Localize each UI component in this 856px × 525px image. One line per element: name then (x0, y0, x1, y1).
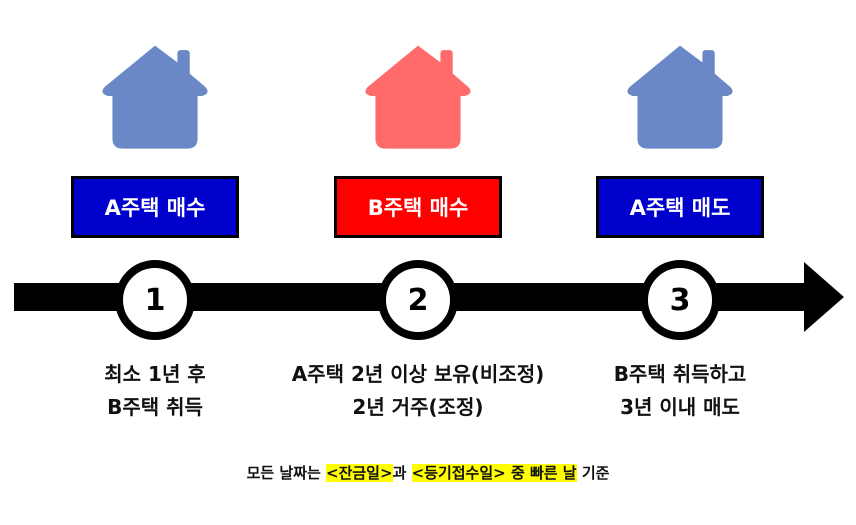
footnote-text: 과 (392, 464, 412, 482)
step-1-box: A주택 매수 (71, 176, 239, 238)
step-3-circle: 3 (640, 260, 720, 340)
footnote-text: 기준 (576, 464, 610, 482)
step-2-circle: 2 (378, 260, 458, 340)
house-icon (102, 45, 208, 149)
house-icon (627, 45, 733, 149)
step-3-description: B주택 취득하고 3년 이내 매도 (520, 358, 840, 424)
desc-line: B주택 취득하고 (613, 362, 747, 386)
step-1-description: 최소 1년 후 B주택 취득 (0, 358, 315, 424)
desc-line: 3년 이내 매도 (620, 395, 740, 419)
step-2-box: B주택 매수 (334, 176, 502, 238)
step-1-circle: 1 (115, 260, 195, 340)
house-icon (365, 45, 471, 149)
step-3-box: A주택 매도 (596, 176, 764, 238)
step-2-description: A주택 2년 이상 보유(비조정) 2년 거주(조정) (258, 358, 578, 424)
footnote-text: 모든 날짜는 (246, 464, 327, 482)
footnote-highlight: <등기접수일> 중 빠른 날 (411, 464, 577, 482)
desc-line: 2년 거주(조정) (352, 395, 484, 419)
desc-line: 최소 1년 후 (104, 362, 206, 386)
desc-line: A주택 2년 이상 보유(비조정) (291, 362, 545, 386)
footnote-highlight: <잔금일> (326, 464, 393, 482)
footnote: 모든 날짜는 <잔금일>과 <등기접수일> 중 빠른 날 기준 (0, 462, 856, 483)
desc-line: B주택 취득 (107, 395, 203, 419)
